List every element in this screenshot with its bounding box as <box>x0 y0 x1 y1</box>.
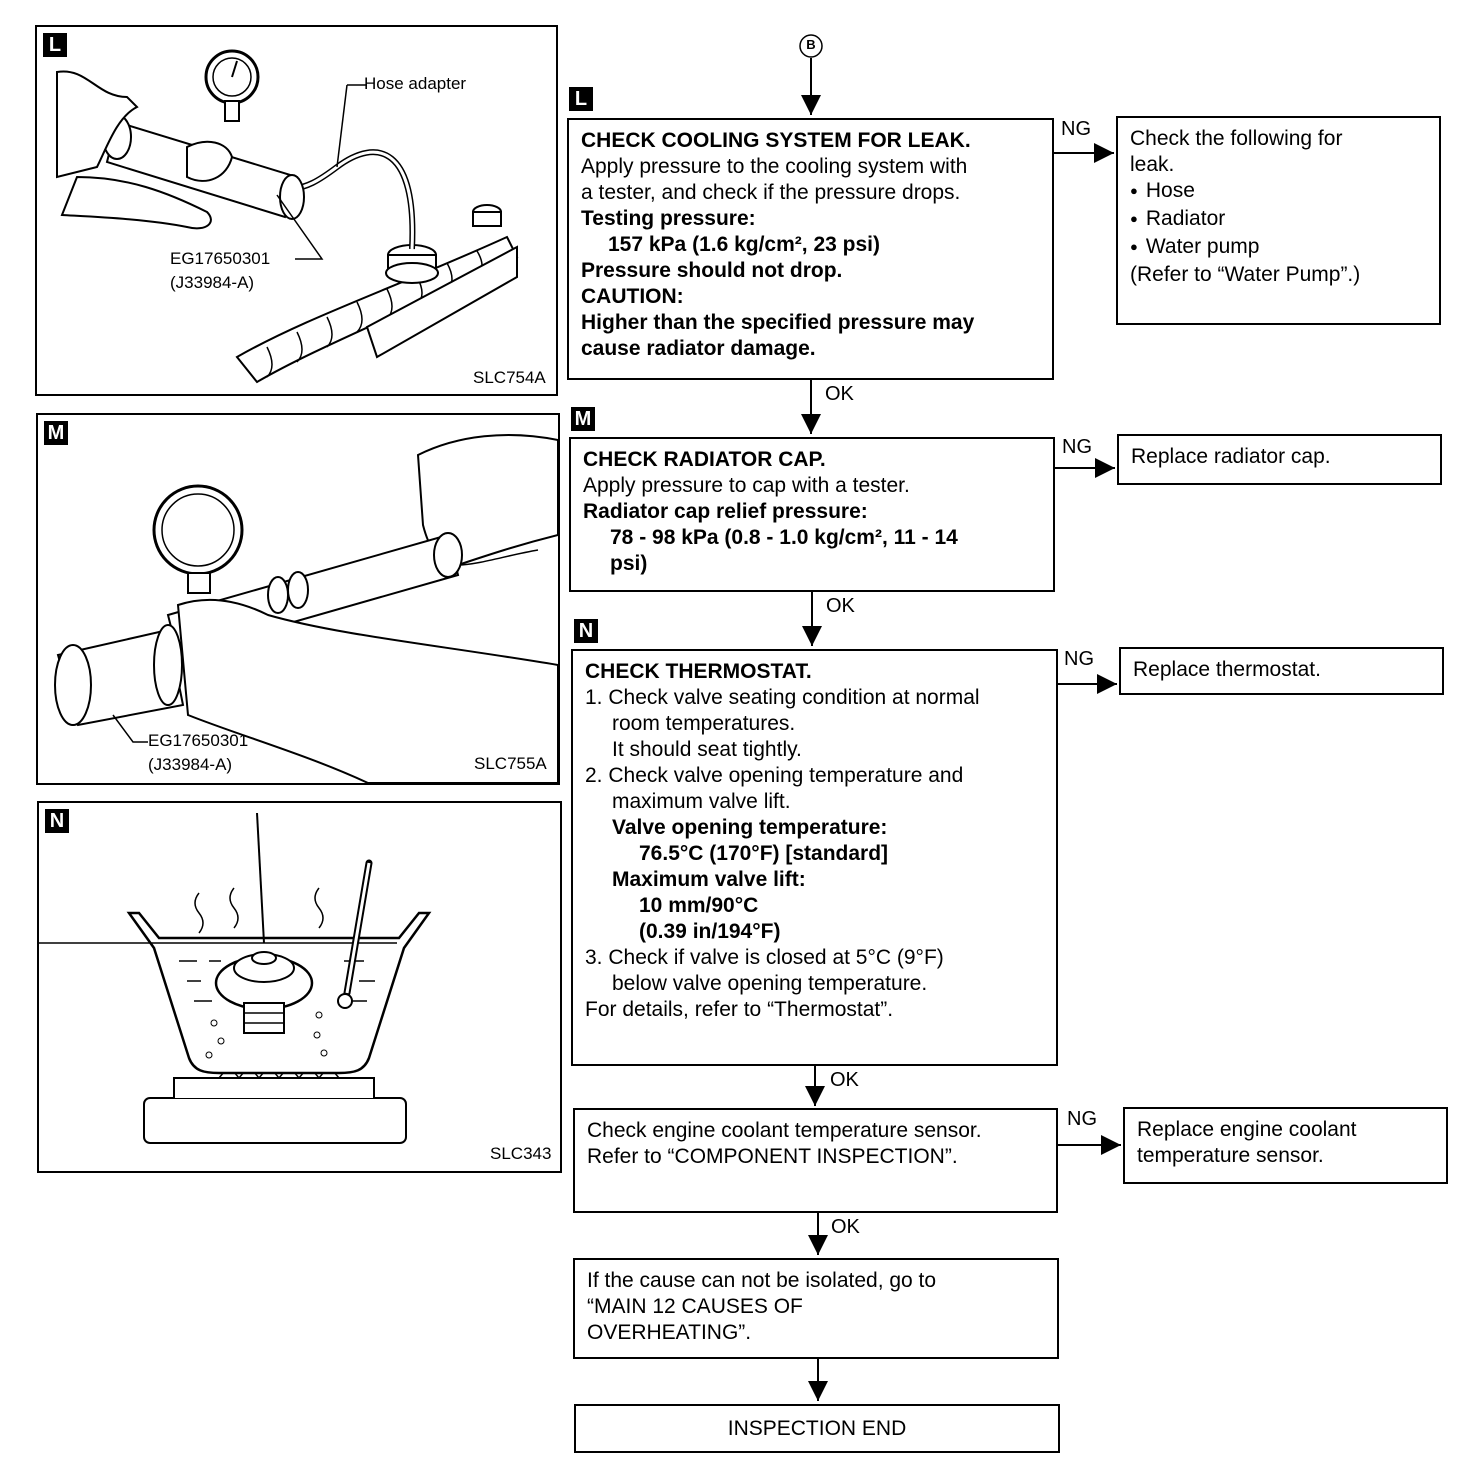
step-text: a tester, and check if the pressure drop… <box>581 181 961 204</box>
list-item: Hose <box>1130 178 1427 206</box>
illustration-panel-m: M EG17650301 (J33984-A) SLC755A <box>36 413 560 785</box>
spec-value: 76.5°C (170°F) [standard] <box>639 842 889 865</box>
action-reference: (Refer to “Water Pump”.) <box>1130 263 1361 286</box>
callout-tool-number: EG17650301 <box>148 731 249 750</box>
step-tag-m: M <box>571 407 595 431</box>
step-item: 1. Check valve seating condition at norm… <box>585 685 1044 711</box>
action-text: Check the following for <box>1130 127 1343 150</box>
action-text: Replace engine coolant <box>1137 1118 1357 1141</box>
action-text: leak. <box>1130 153 1175 176</box>
spec-label: Maximum valve lift: <box>612 868 806 891</box>
callout-hose-adapter: Hose adapter <box>364 74 467 93</box>
inspection-end: INSPECTION END <box>574 1404 1060 1453</box>
list-item: Radiator <box>1130 206 1427 234</box>
step-title: CHECK RADIATOR CAP. <box>583 448 826 471</box>
thermostat-heating-test-illustration <box>39 812 432 1144</box>
step-check-coolant-sensor: Check engine coolant temperature sensor.… <box>573 1108 1058 1213</box>
illustration-panel-n: N SLC343 <box>37 801 562 1173</box>
spec-value: 78 - 98 kPa (0.8 - 1.0 kg/cm², 11 - 14 <box>610 526 958 549</box>
item-text: room temperatures. <box>612 712 796 735</box>
list-item: Water pump <box>1130 234 1427 262</box>
step-text: Apply pressure to cap with a tester. <box>583 474 910 497</box>
spec-value: (0.39 in/194°F) <box>639 920 781 943</box>
item-text: Check valve seating condition at normal <box>608 686 980 709</box>
ng-action-replace-sensor: Replace engine coolant temperature senso… <box>1123 1107 1448 1184</box>
step-check-cooling-system: CHECK COOLING SYSTEM FOR LEAK. Apply pre… <box>567 118 1054 380</box>
step-check-thermostat: CHECK THERMOSTAT. 1. Check valve seating… <box>571 649 1058 1066</box>
step-text: “MAIN 12 CAUSES OF <box>587 1295 803 1318</box>
ng-action-replace-cap: Replace radiator cap. <box>1117 434 1442 485</box>
ok-label: OK <box>826 595 855 617</box>
step-title: CHECK THERMOSTAT. <box>585 660 812 683</box>
spec-value: 10 mm/90°C <box>639 894 759 917</box>
item-text: below valve opening temperature. <box>612 972 928 995</box>
step-title: CHECK COOLING SYSTEM FOR LEAK. <box>581 129 971 152</box>
item-number: 1. <box>585 686 603 709</box>
ng-label: NG <box>1064 648 1094 670</box>
radiator-cap-tester-illustration <box>54 434 558 783</box>
spec-value: psi) <box>610 552 648 575</box>
figure-code: SLC343 <box>490 1144 552 1163</box>
action-text: temperature sensor. <box>1137 1144 1324 1167</box>
radiator-pressure-tester-illustration <box>56 49 519 384</box>
spec-label: Testing pressure: <box>581 207 756 230</box>
section-tag-n: N <box>45 809 69 833</box>
step-text: Refer to “COMPONENT INSPECTION”. <box>587 1145 958 1168</box>
ok-label: OK <box>830 1069 859 1091</box>
item-number: 3. <box>585 946 603 969</box>
action-text: Replace thermostat. <box>1133 658 1321 681</box>
step-details: For details, refer to “Thermostat”. <box>585 998 894 1021</box>
step-note: Pressure should not drop. <box>581 259 843 282</box>
ng-action-replace-thermostat: Replace thermostat. <box>1119 647 1444 695</box>
callout-tool-alt-number: (J33984-A) <box>170 273 255 292</box>
figure-code: SLC754A <box>473 368 546 387</box>
spec-label: Radiator cap relief pressure: <box>583 500 868 523</box>
figure-code: SLC755A <box>474 754 547 773</box>
connector-label: B <box>806 37 816 52</box>
ng-label: NG <box>1061 118 1091 140</box>
section-tag-l: L <box>43 33 67 57</box>
caution-label: CAUTION: <box>581 285 684 308</box>
item-number: 2. <box>585 764 603 787</box>
step-tag-n: N <box>574 619 598 643</box>
spec-value: 157 kPa (1.6 kg/cm², 23 psi) <box>608 233 880 256</box>
ok-label: OK <box>831 1216 860 1238</box>
item-text: It should seat tightly. <box>612 738 802 761</box>
step-text: If the cause can not be isolated, go to <box>587 1269 937 1292</box>
caution-text: cause radiator damage. <box>581 337 816 360</box>
section-tag-m: M <box>44 421 68 445</box>
action-text: Replace radiator cap. <box>1131 445 1331 468</box>
step-text: Apply pressure to the cooling system wit… <box>581 155 968 178</box>
step-text: OVERHEATING”. <box>587 1321 752 1344</box>
item-text: Check if valve is closed at 5°C (9°F) <box>608 946 944 969</box>
step-tag-l: L <box>569 87 593 111</box>
ok-label: OK <box>825 383 854 405</box>
illustration-panel-l: L Hose adapter EG17650301 (J33984 <box>35 25 558 396</box>
caution-text: Higher than the specified pressure may <box>581 311 975 334</box>
step-item: 2. Check valve opening temperature and <box>585 763 1044 789</box>
step-text: Check engine coolant temperature sensor. <box>587 1119 982 1142</box>
item-text: maximum valve lift. <box>612 790 791 813</box>
ng-label: NG <box>1062 436 1092 458</box>
ng-label: NG <box>1067 1108 1097 1130</box>
step-fallback: If the cause can not be isolated, go to … <box>573 1258 1059 1359</box>
item-text: Check valve opening temperature and <box>608 764 964 787</box>
callout-tool-alt-number: (J33984-A) <box>148 755 233 774</box>
callout-tool-number: EG17650301 <box>170 249 271 268</box>
end-label: INSPECTION END <box>727 1417 907 1440</box>
step-item: 3. Check if valve is closed at 5°C (9°F) <box>585 945 1044 971</box>
ng-action-check-leak: Check the following for leak. Hose Radia… <box>1116 116 1441 325</box>
step-check-radiator-cap: CHECK RADIATOR CAP. Apply pressure to ca… <box>569 437 1055 592</box>
spec-label: Valve opening temperature: <box>612 816 888 839</box>
